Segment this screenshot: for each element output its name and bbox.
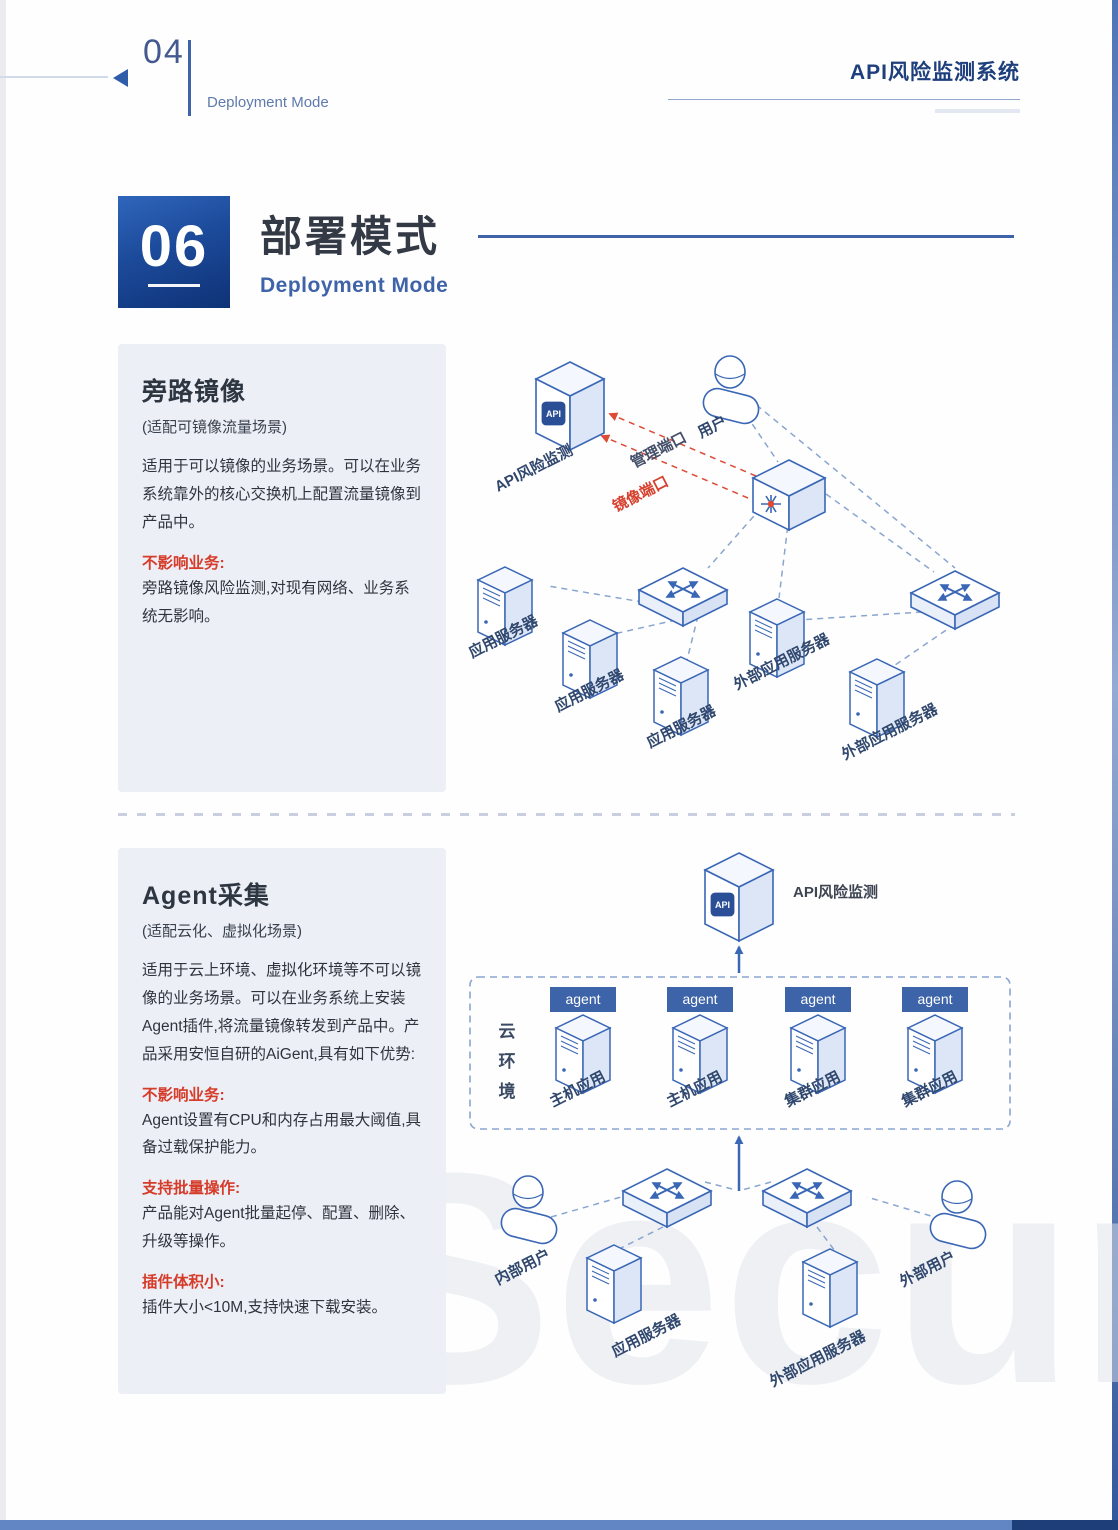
agent-tag [785, 987, 851, 1012]
bypass-point1-body: 旁路镜像风险监测,对现有网络、业务系统无影响。 [142, 579, 410, 625]
external-user-label: 外部用户 [896, 1247, 959, 1291]
section-subtitle: Deployment Mode [260, 274, 449, 297]
section-title: 部署模式 [260, 213, 441, 260]
agent-point1-title: 不影响业务: [142, 1086, 225, 1104]
section-rule [478, 235, 1014, 238]
header-rule-right-small [935, 109, 1020, 113]
agent-tag [550, 987, 616, 1012]
page-edge-right [1112, 0, 1118, 1530]
agent-dashed-connectors [550, 1181, 942, 1252]
header-subtitle: Deployment Mode [207, 94, 329, 111]
cloud-environment-box [469, 976, 1011, 1130]
server-label: 外部应用服务器 [766, 1326, 870, 1391]
bypass-port-links [600, 412, 757, 499]
section-number-badge: 06 [118, 196, 230, 308]
agent-point1-body: Agent设置有CPU和内存占用最大阈值,具备过载保护能力。 [142, 1111, 422, 1157]
api-monitor-label: API风险监测 [793, 883, 878, 901]
header-rule-right [668, 99, 1020, 100]
user-icon [699, 355, 763, 428]
cloud-env-char: 境 [499, 1081, 516, 1101]
agent-title: Agent采集 [142, 882, 270, 910]
switch-icon [763, 1169, 851, 1227]
watermark-text: Secure [352, 1110, 1118, 1446]
external-user-icon [926, 1180, 990, 1253]
api-monitor-cube-icon [704, 852, 774, 942]
agent-point2-body: 产品能对Agent批量起停、配置、删除、升级等操作。 [142, 1205, 416, 1251]
header-rule-left [0, 76, 108, 78]
page-number: 04 [143, 33, 185, 71]
api-monitor-cube-icon [535, 361, 605, 451]
core-switch-hub-icon [752, 459, 826, 531]
agent-body: 适用于云上环境、虚拟化环境等不可以镜像的业务场景。可以在业务系统上安装Agent… [142, 962, 422, 1063]
agent-tag-label: agent [917, 991, 952, 1007]
server-icon [802, 1248, 858, 1328]
agent-diagram: API风险监测 云 环 境 agent 主机应用 agent 主机应用 agen… [469, 852, 1011, 1391]
agent-point3-body: 插件大小<10M,支持快速下载安装。 [142, 1299, 388, 1317]
header-product-title: API风险监测系统 [849, 61, 1020, 84]
agent-tag-label: agent [565, 991, 600, 1007]
server-icon [586, 1244, 642, 1324]
badge-underline [148, 283, 200, 287]
cloud-env-char: 环 [499, 1052, 516, 1071]
agent-point2-title: 支持批量操作: [142, 1180, 241, 1198]
mgmt-port-label: 管理端口 [628, 428, 690, 471]
page-edge-left [0, 0, 6, 1530]
header-vertical-rule [188, 40, 191, 116]
bypass-body: 适用于可以镜像的业务场景。可以在业务系统靠外的核心交换机上配置流量镜像到产品中。 [142, 458, 422, 531]
bypass-diagram: API [466, 355, 1068, 764]
bypass-subtitle: (适配可镜像流量场景) [142, 419, 287, 436]
section-number: 06 [139, 213, 209, 279]
switch-icon [911, 571, 999, 629]
bypass-title: 旁路镜像 [142, 378, 247, 406]
dashed-divider [118, 813, 1015, 816]
mirror-port-label: 镜像端口 [610, 472, 672, 515]
agent-subtitle: (适配云化、虚拟化场景) [142, 923, 302, 940]
internal-user-label: 内部用户 [492, 1245, 554, 1288]
agent-panel: Agent采集 (适配云化、虚拟化场景) 适用于云上环境、虚拟化环境等不可以镜像… [118, 848, 446, 1394]
switch-icon [639, 568, 727, 626]
triangle-marker-icon [113, 69, 128, 87]
page-edge-bottom [0, 1520, 1118, 1530]
bypass-point1-title: 不影响业务: [142, 554, 225, 572]
internal-user-icon [497, 1175, 561, 1248]
switch-icon [623, 1169, 711, 1227]
cloud-env-char: 云 [499, 1022, 516, 1041]
agent-point3-title: 插件体积小: [142, 1274, 225, 1292]
agent-tag-label: agent [682, 991, 717, 1007]
agent-tag [902, 987, 968, 1012]
bypass-panel: 旁路镜像 (适配可镜像流量场景) 适用于可以镜像的业务场景。可以在业务系统靠外的… [118, 344, 446, 792]
api-monitor-label: API风险监测 [492, 441, 576, 496]
agent-tag [667, 987, 733, 1012]
agent-tag-label: agent [800, 991, 835, 1007]
